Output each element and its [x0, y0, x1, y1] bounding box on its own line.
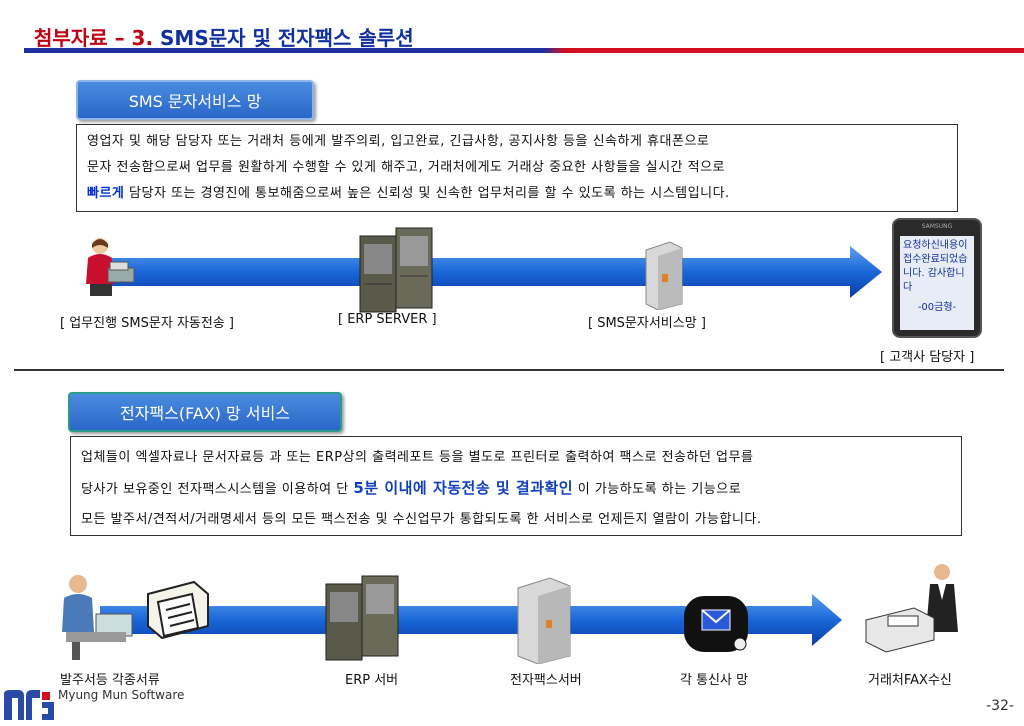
caption-erp-server: [ ERP SERVER ]: [338, 312, 437, 327]
sms-description-box: 영업자 및 해당 담당자 또는 거래처 등에게 발주의뢰, 입고완료, 긴급사항…: [76, 124, 958, 212]
erp-server-icon: [359, 227, 433, 313]
sms-highlight-fast: 빠르게: [87, 186, 125, 201]
erp-server-icon-fax: [325, 575, 399, 661]
phone-signature: -00금형-: [917, 302, 957, 313]
office-worker-icon: [86, 238, 135, 296]
caption-worker: [ 업무진행 SMS문자 자동전송 ]: [60, 316, 234, 331]
page-title: 첨부자료 – 3. SMS문자 및 전자팩스 솔루션: [34, 22, 414, 51]
sms-desc-line3-rest: 담당자 또는 경영진에 통보해줌으로써 높은 신뢰성 및 신속한 업무처리를 할…: [124, 186, 730, 201]
fax-highlight: 5분 이내에 자동전송 및 결과확인: [353, 479, 574, 497]
fax-flow-arrow: [100, 594, 842, 646]
fax-desc-line2: 당사가 보유중인 전자팩스시스템을 이용하여 단 5분 이내에 자동전송 및 결…: [81, 473, 951, 505]
company-name: Myung Mun Software: [58, 688, 185, 702]
telecom-network-icon: [684, 596, 748, 652]
fax-description-box: 업체들이 엑셀자료나 문서자료등 과 또는 ERP상의 출력레포트 등을 별도로…: [70, 436, 962, 536]
fax-desc-line2-post: 이 가능하도록 하는 기능으로: [573, 482, 742, 497]
sms-desc-line3: 빠르게 담당자 또는 경영진에 통보해줌으로써 높은 신뢰성 및 신속한 업무처…: [87, 181, 947, 207]
fax-desc-line3: 모든 발주서/견적서/거래명세서 등의 모든 팩스전송 및 수신업무가 통합되도…: [81, 512, 762, 527]
phone-message: 요청하신내용이 접수완료되었습니다. 감사합니다: [903, 240, 968, 293]
mobile-phone: SAMSUNG 요청하신내용이 접수완료되었습니다. 감사합니다 -00금형-: [892, 218, 982, 338]
page-number: -32-: [986, 698, 1014, 714]
phone-screen: 요청하신내용이 접수완료되었습니다. 감사합니다 -00금형-: [900, 236, 974, 330]
title-prefix: 첨부자료 – 3.: [34, 26, 154, 50]
title-underline: [24, 48, 1024, 53]
caption-erp-fax: ERP 서버: [345, 673, 399, 688]
title-main: SMS문자 및 전자팩스 솔루션: [153, 26, 414, 50]
caption-fax-receiver: 거래처FAX수신: [868, 673, 952, 688]
section-divider: [14, 369, 1004, 371]
caption-telecom: 각 통신사 망: [680, 673, 749, 688]
fax-desc-line1: 업체들이 엑셀자료나 문서자료등 과 또는 ERP상의 출력레포트 등을 별도로…: [81, 450, 754, 465]
sms-flow-arrow: [100, 246, 882, 298]
fax-desc-line2-pre: 당사가 보유중인 전자팩스시스템을 이용하여 단: [81, 482, 354, 497]
phone-brand: SAMSUNG: [921, 223, 953, 230]
caption-customer: [ 고객사 담당자 ]: [880, 350, 975, 365]
sms-network-server-icon: [645, 241, 683, 310]
caption-fax-server: 전자팩스서버: [510, 673, 582, 688]
sms-section-label: SMS 문자서비스 망: [76, 80, 314, 120]
computer-user-icon: [62, 575, 133, 660]
fax-server-icon: [517, 577, 571, 664]
sms-desc-line1: 영업자 및 해당 담당자 또는 거래처 등에게 발주의뢰, 입고완료, 긴급사항…: [87, 134, 710, 149]
caption-docs: 발주서등 각종서류: [60, 673, 160, 688]
fax-machine-icon: [865, 564, 958, 653]
sms-desc-line2: 문자 전송함으로써 업무를 원활하게 수행할 수 있게 해주고, 거래처에게도 …: [87, 160, 726, 175]
printer-icon: [147, 580, 209, 640]
company-logo: [4, 690, 54, 720]
caption-sms-network: [ SMS문자서비스망 ]: [588, 316, 706, 331]
fax-section-label: 전자팩스(FAX) 망 서비스: [68, 392, 342, 432]
